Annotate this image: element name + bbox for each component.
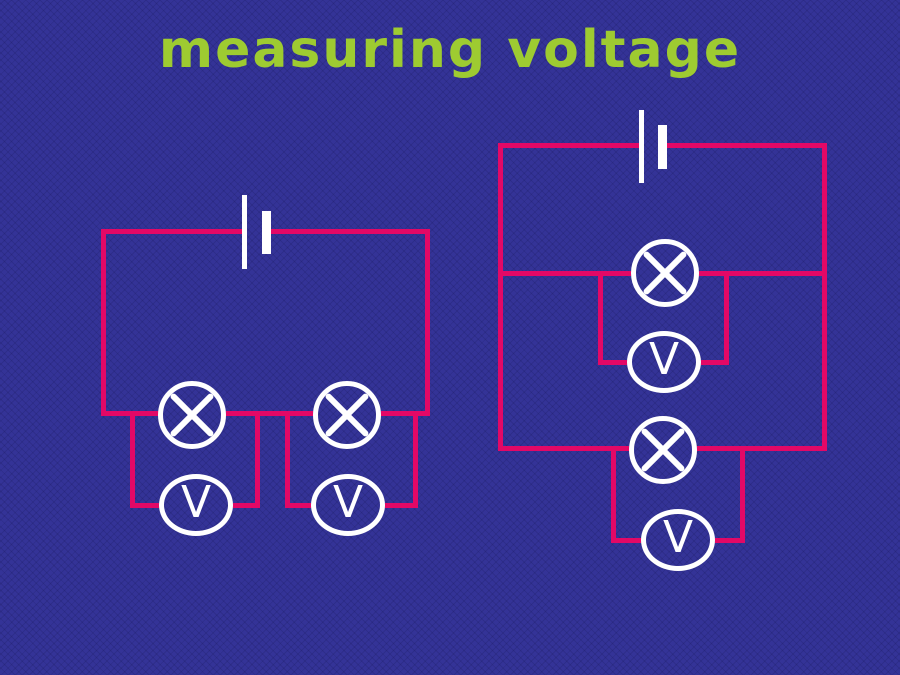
battery-long-plate-icon [639, 110, 644, 183]
wire-segment [667, 143, 827, 148]
wire-segment [413, 411, 418, 508]
lamp-cross-icon [631, 239, 699, 307]
wire-segment [611, 446, 616, 543]
wire-segment [130, 411, 135, 508]
wire-segment [701, 360, 729, 365]
wire-segment [255, 411, 260, 508]
wire-segment [498, 271, 631, 276]
wire-segment [699, 271, 827, 276]
battery-short-plate-icon [658, 125, 667, 169]
wire-segment [385, 503, 418, 508]
wire-segment [724, 271, 729, 365]
battery-short-plate-icon [262, 211, 271, 254]
wire-segment [598, 271, 603, 365]
wire-segment [285, 503, 311, 508]
wire-segment [697, 446, 827, 451]
wire-segment [498, 143, 639, 148]
voltmeter-label: V [180, 477, 212, 528]
wire-segment [285, 411, 290, 508]
lamp-cross-icon [313, 381, 381, 449]
voltmeter-label: V [648, 334, 680, 385]
wire-segment [226, 411, 313, 416]
wire-segment [130, 503, 159, 508]
wire-segment [715, 538, 745, 543]
wire-segment [740, 446, 745, 543]
battery-long-plate-icon [242, 195, 247, 269]
wire-segment [498, 143, 503, 451]
wire-segment [598, 360, 627, 365]
wire-segment [101, 229, 106, 416]
wire-segment [611, 538, 641, 543]
voltmeter-circle-icon: V [641, 509, 715, 571]
lamp-cross-icon [629, 416, 697, 484]
wire-segment [381, 411, 430, 416]
lamp-cross-icon [158, 381, 226, 449]
wire-segment [101, 229, 242, 234]
voltmeter-label: V [332, 477, 364, 528]
wire-segment [233, 503, 260, 508]
voltmeter-label: V [662, 512, 694, 563]
wire-segment [271, 229, 430, 234]
wire-segment [425, 229, 430, 416]
voltmeter-circle-icon: V [627, 331, 701, 393]
wire-segment [498, 446, 629, 451]
voltmeter-circle-icon: V [159, 474, 233, 536]
page-title: measuring voltage [158, 20, 742, 80]
wire-segment [822, 143, 827, 451]
voltmeter-circle-icon: V [311, 474, 385, 536]
